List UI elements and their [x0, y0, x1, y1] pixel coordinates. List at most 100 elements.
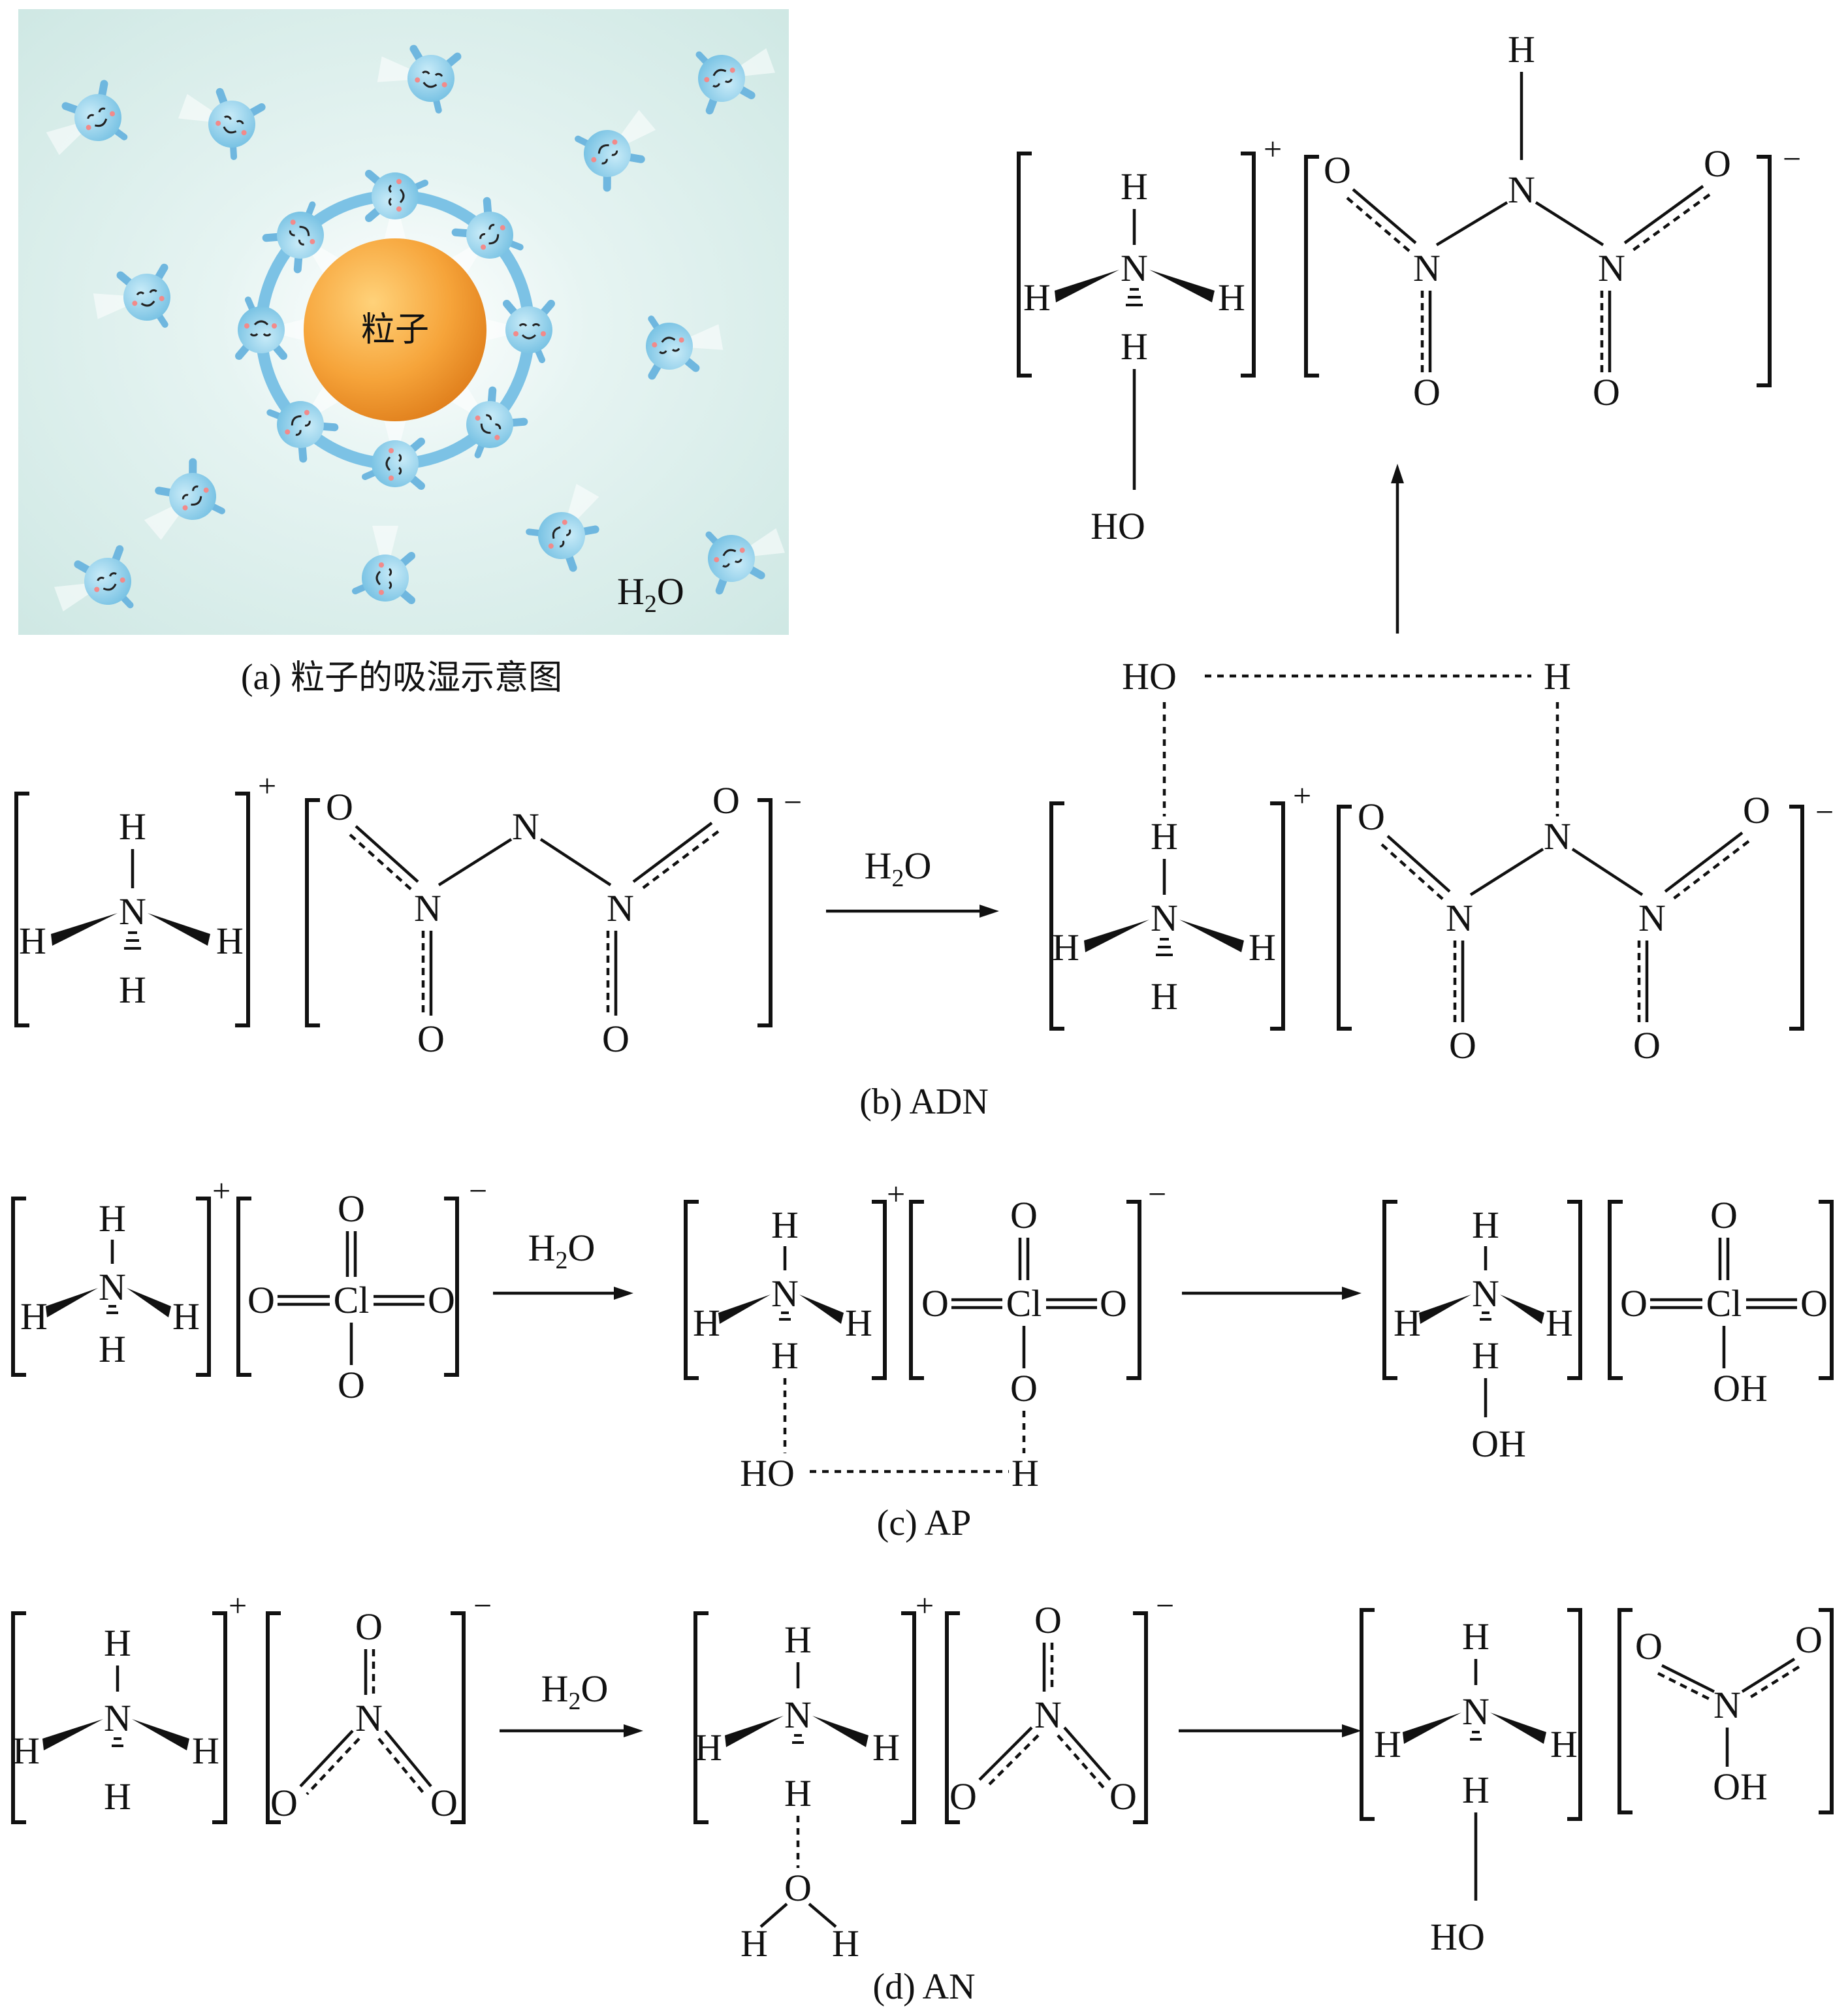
svg-text:H: H	[1462, 1615, 1490, 1658]
adn-product-ammonium: + H N H H H HO	[1017, 131, 1282, 547]
adn-intermediate-ammonium: + H N H H H	[1049, 777, 1311, 1031]
panel-a-caption: (a)粒子的吸湿示意图	[241, 657, 562, 698]
svg-text:O: O	[1710, 1194, 1738, 1236]
svg-text:H: H	[784, 1772, 812, 1814]
svg-text:N: N	[119, 890, 146, 933]
svg-text:H: H	[1472, 1204, 1499, 1246]
svg-text:N: N	[1462, 1690, 1490, 1733]
an-intermediate: + H N H H H O H H − O N O O	[693, 1587, 1174, 1965]
svg-text:O: O	[247, 1279, 275, 1321]
svg-text:N: N	[1713, 1684, 1741, 1726]
panel-b: + H N H H H − O N O N N O O	[14, 28, 1834, 1122]
svg-text:N: N	[104, 1697, 131, 1739]
svg-text:+: +	[258, 767, 276, 804]
svg-text:N: N	[1446, 897, 1473, 939]
ap-reactant: + H N H H H − O Cl O O O	[11, 1172, 487, 1406]
svg-text:+: +	[887, 1176, 905, 1212]
svg-text:−: −	[1815, 794, 1834, 830]
svg-text:O: O	[1449, 1024, 1476, 1067]
adn-dinitramide: − O N O N N O O	[305, 779, 802, 1060]
svg-text:HO: HO	[1091, 505, 1145, 547]
svg-text:OH: OH	[1471, 1423, 1526, 1465]
svg-text:O: O	[1800, 1282, 1828, 1325]
svg-text:O: O	[1635, 1625, 1663, 1667]
svg-text:H: H	[1151, 815, 1178, 858]
svg-text:−: −	[1783, 140, 1801, 177]
svg-text:N: N	[1034, 1694, 1062, 1736]
svg-text:H: H	[1394, 1302, 1421, 1344]
svg-text:O: O	[338, 1187, 365, 1230]
panel-c-caption: (c) AP	[877, 1503, 972, 1543]
panel-c: + H N H H H − O Cl O O O H2O	[11, 1172, 1834, 1543]
an-reactant: + H N H H H − O N O O	[11, 1587, 492, 1824]
svg-text:N: N	[1472, 1272, 1499, 1315]
svg-text:H: H	[119, 969, 146, 1011]
svg-text:H: H	[832, 1922, 859, 1965]
svg-text:N: N	[1598, 247, 1625, 289]
adn-intermediate-dinitramide: − O N O N N O O	[1337, 789, 1834, 1067]
svg-text:OH: OH	[1713, 1367, 1768, 1409]
svg-text:O: O	[1704, 142, 1731, 185]
svg-text:N: N	[355, 1697, 383, 1739]
svg-text:−: −	[469, 1172, 487, 1209]
svg-text:N: N	[1413, 247, 1441, 289]
svg-text:O: O	[712, 779, 740, 822]
svg-text:H: H	[771, 1204, 799, 1246]
svg-text:−: −	[1148, 1176, 1166, 1212]
svg-text:O: O	[1010, 1367, 1038, 1409]
svg-text:O: O	[326, 786, 353, 828]
svg-text:H: H	[20, 1295, 48, 1338]
ap-reagent: H2O	[528, 1227, 596, 1274]
svg-text:N: N	[512, 805, 539, 848]
svg-text:H: H	[1508, 28, 1535, 71]
adn-ammonium: + H N H H H	[14, 767, 276, 1027]
svg-text:H: H	[872, 1726, 900, 1769]
svg-text:N: N	[771, 1272, 799, 1315]
svg-text:OH: OH	[1713, 1765, 1768, 1808]
particle	[304, 238, 486, 421]
svg-text:O: O	[355, 1605, 383, 1648]
svg-text:H: H	[1218, 276, 1245, 319]
panel-b-caption: (b) ADN	[859, 1082, 989, 1122]
svg-text:O: O	[1358, 796, 1385, 838]
svg-text:H: H	[693, 1302, 720, 1344]
svg-text:O: O	[430, 1782, 458, 1824]
svg-text:O: O	[338, 1364, 365, 1406]
svg-text:O: O	[784, 1867, 812, 1909]
svg-text:O: O	[1795, 1618, 1823, 1661]
svg-text:H: H	[1121, 165, 1148, 208]
svg-text:H: H	[119, 805, 146, 848]
svg-text:+: +	[916, 1587, 934, 1624]
svg-text:O: O	[270, 1782, 298, 1824]
svg-text:−: −	[784, 784, 802, 820]
svg-text:H: H	[1546, 1302, 1573, 1344]
svg-text:O: O	[1593, 371, 1620, 413]
svg-text:−: −	[1156, 1587, 1174, 1624]
svg-text:O: O	[1413, 371, 1441, 413]
svg-text:O: O	[1100, 1282, 1127, 1325]
svg-text:O: O	[1743, 789, 1770, 831]
svg-text:H: H	[216, 920, 244, 962]
svg-text:O: O	[1010, 1194, 1038, 1236]
svg-text:H: H	[784, 1618, 812, 1661]
svg-text:+: +	[212, 1172, 231, 1209]
svg-text:Cl: Cl	[1706, 1282, 1742, 1325]
svg-text:H: H	[1472, 1334, 1499, 1377]
svg-text:H: H	[99, 1197, 126, 1240]
svg-text:H: H	[1052, 926, 1079, 969]
svg-text:H: H	[695, 1726, 722, 1769]
svg-text:H: H	[1249, 926, 1276, 969]
svg-text:N: N	[1638, 897, 1666, 939]
svg-text:O: O	[921, 1282, 949, 1325]
svg-text:O: O	[602, 1018, 629, 1060]
svg-text:H: H	[99, 1328, 126, 1370]
svg-text:O: O	[417, 1018, 445, 1060]
svg-text:O: O	[949, 1775, 977, 1818]
an-reagent: H2O	[541, 1667, 609, 1715]
svg-text:H: H	[845, 1302, 872, 1344]
panel-d-caption: (d) AN	[872, 1967, 975, 2007]
svg-text:H: H	[1462, 1769, 1490, 1811]
svg-text:H: H	[192, 1729, 219, 1772]
adn-product-hydrodinitramide: − H O N O N N O O	[1304, 28, 1801, 413]
svg-text:+: +	[229, 1587, 247, 1624]
